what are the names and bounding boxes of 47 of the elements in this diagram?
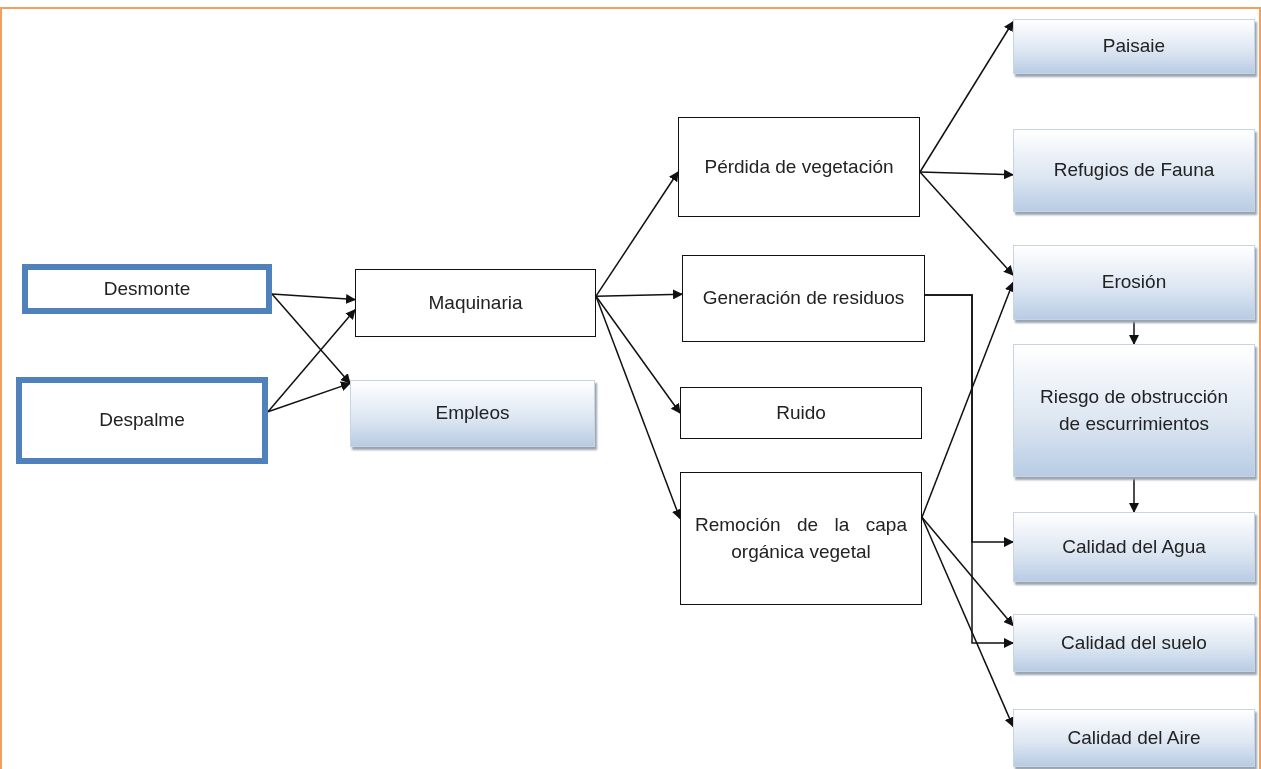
node-label: Ruido	[776, 400, 826, 425]
impact-box	[350, 380, 595, 447]
arrow	[595, 171, 679, 297]
arrow	[919, 169, 1014, 180]
activity-box	[22, 264, 272, 314]
node-label: Calidad del Aire	[1067, 725, 1201, 750]
arrow	[595, 289, 683, 300]
process-box	[355, 269, 596, 337]
impact-box	[1013, 512, 1255, 582]
node-label: Riesgo de obstrucción de escurrimientos	[1039, 384, 1229, 436]
arrow	[1129, 476, 1139, 513]
node-label: Desmonte	[103, 276, 191, 301]
node-label: Refugios de Fauna	[1053, 158, 1215, 183]
impact-box	[1013, 245, 1255, 320]
arrow	[924, 294, 1014, 648]
arrow	[921, 281, 1015, 518]
node-label: Pérdida de vegetación	[704, 154, 894, 179]
node-label: Despalme	[99, 408, 185, 433]
process-box	[680, 387, 922, 439]
impact-box	[1013, 709, 1255, 767]
node-label: Erosión	[1101, 270, 1167, 295]
arrow	[1129, 319, 1139, 345]
node-label: Paisaie	[1102, 34, 1166, 59]
arrow	[271, 293, 351, 385]
node-label: Calidad del suelo	[1061, 630, 1207, 655]
process-box	[682, 255, 925, 342]
arrow	[267, 381, 351, 413]
arrow	[595, 295, 682, 520]
impact-box	[1013, 19, 1255, 74]
arrow	[919, 20, 1014, 173]
arrow	[919, 171, 1014, 276]
node-label: Maquinaria	[428, 290, 523, 315]
arrow	[595, 295, 681, 414]
impact-box	[1013, 129, 1255, 212]
arrow	[271, 293, 356, 304]
arrow	[267, 309, 356, 413]
process-box	[680, 472, 922, 605]
node-label: Calidad del Agua	[1062, 534, 1206, 559]
impact-box	[1013, 614, 1255, 672]
node-label: Remoción de la capa orgánica vegetal	[695, 512, 907, 564]
arrow	[921, 516, 1014, 728]
node-label: Empleos	[435, 401, 510, 426]
process-box	[678, 117, 920, 217]
arrow	[921, 516, 1014, 627]
activity-box	[16, 377, 268, 464]
impact-box	[1013, 344, 1255, 477]
node-label: Generación de residuos	[702, 286, 905, 311]
